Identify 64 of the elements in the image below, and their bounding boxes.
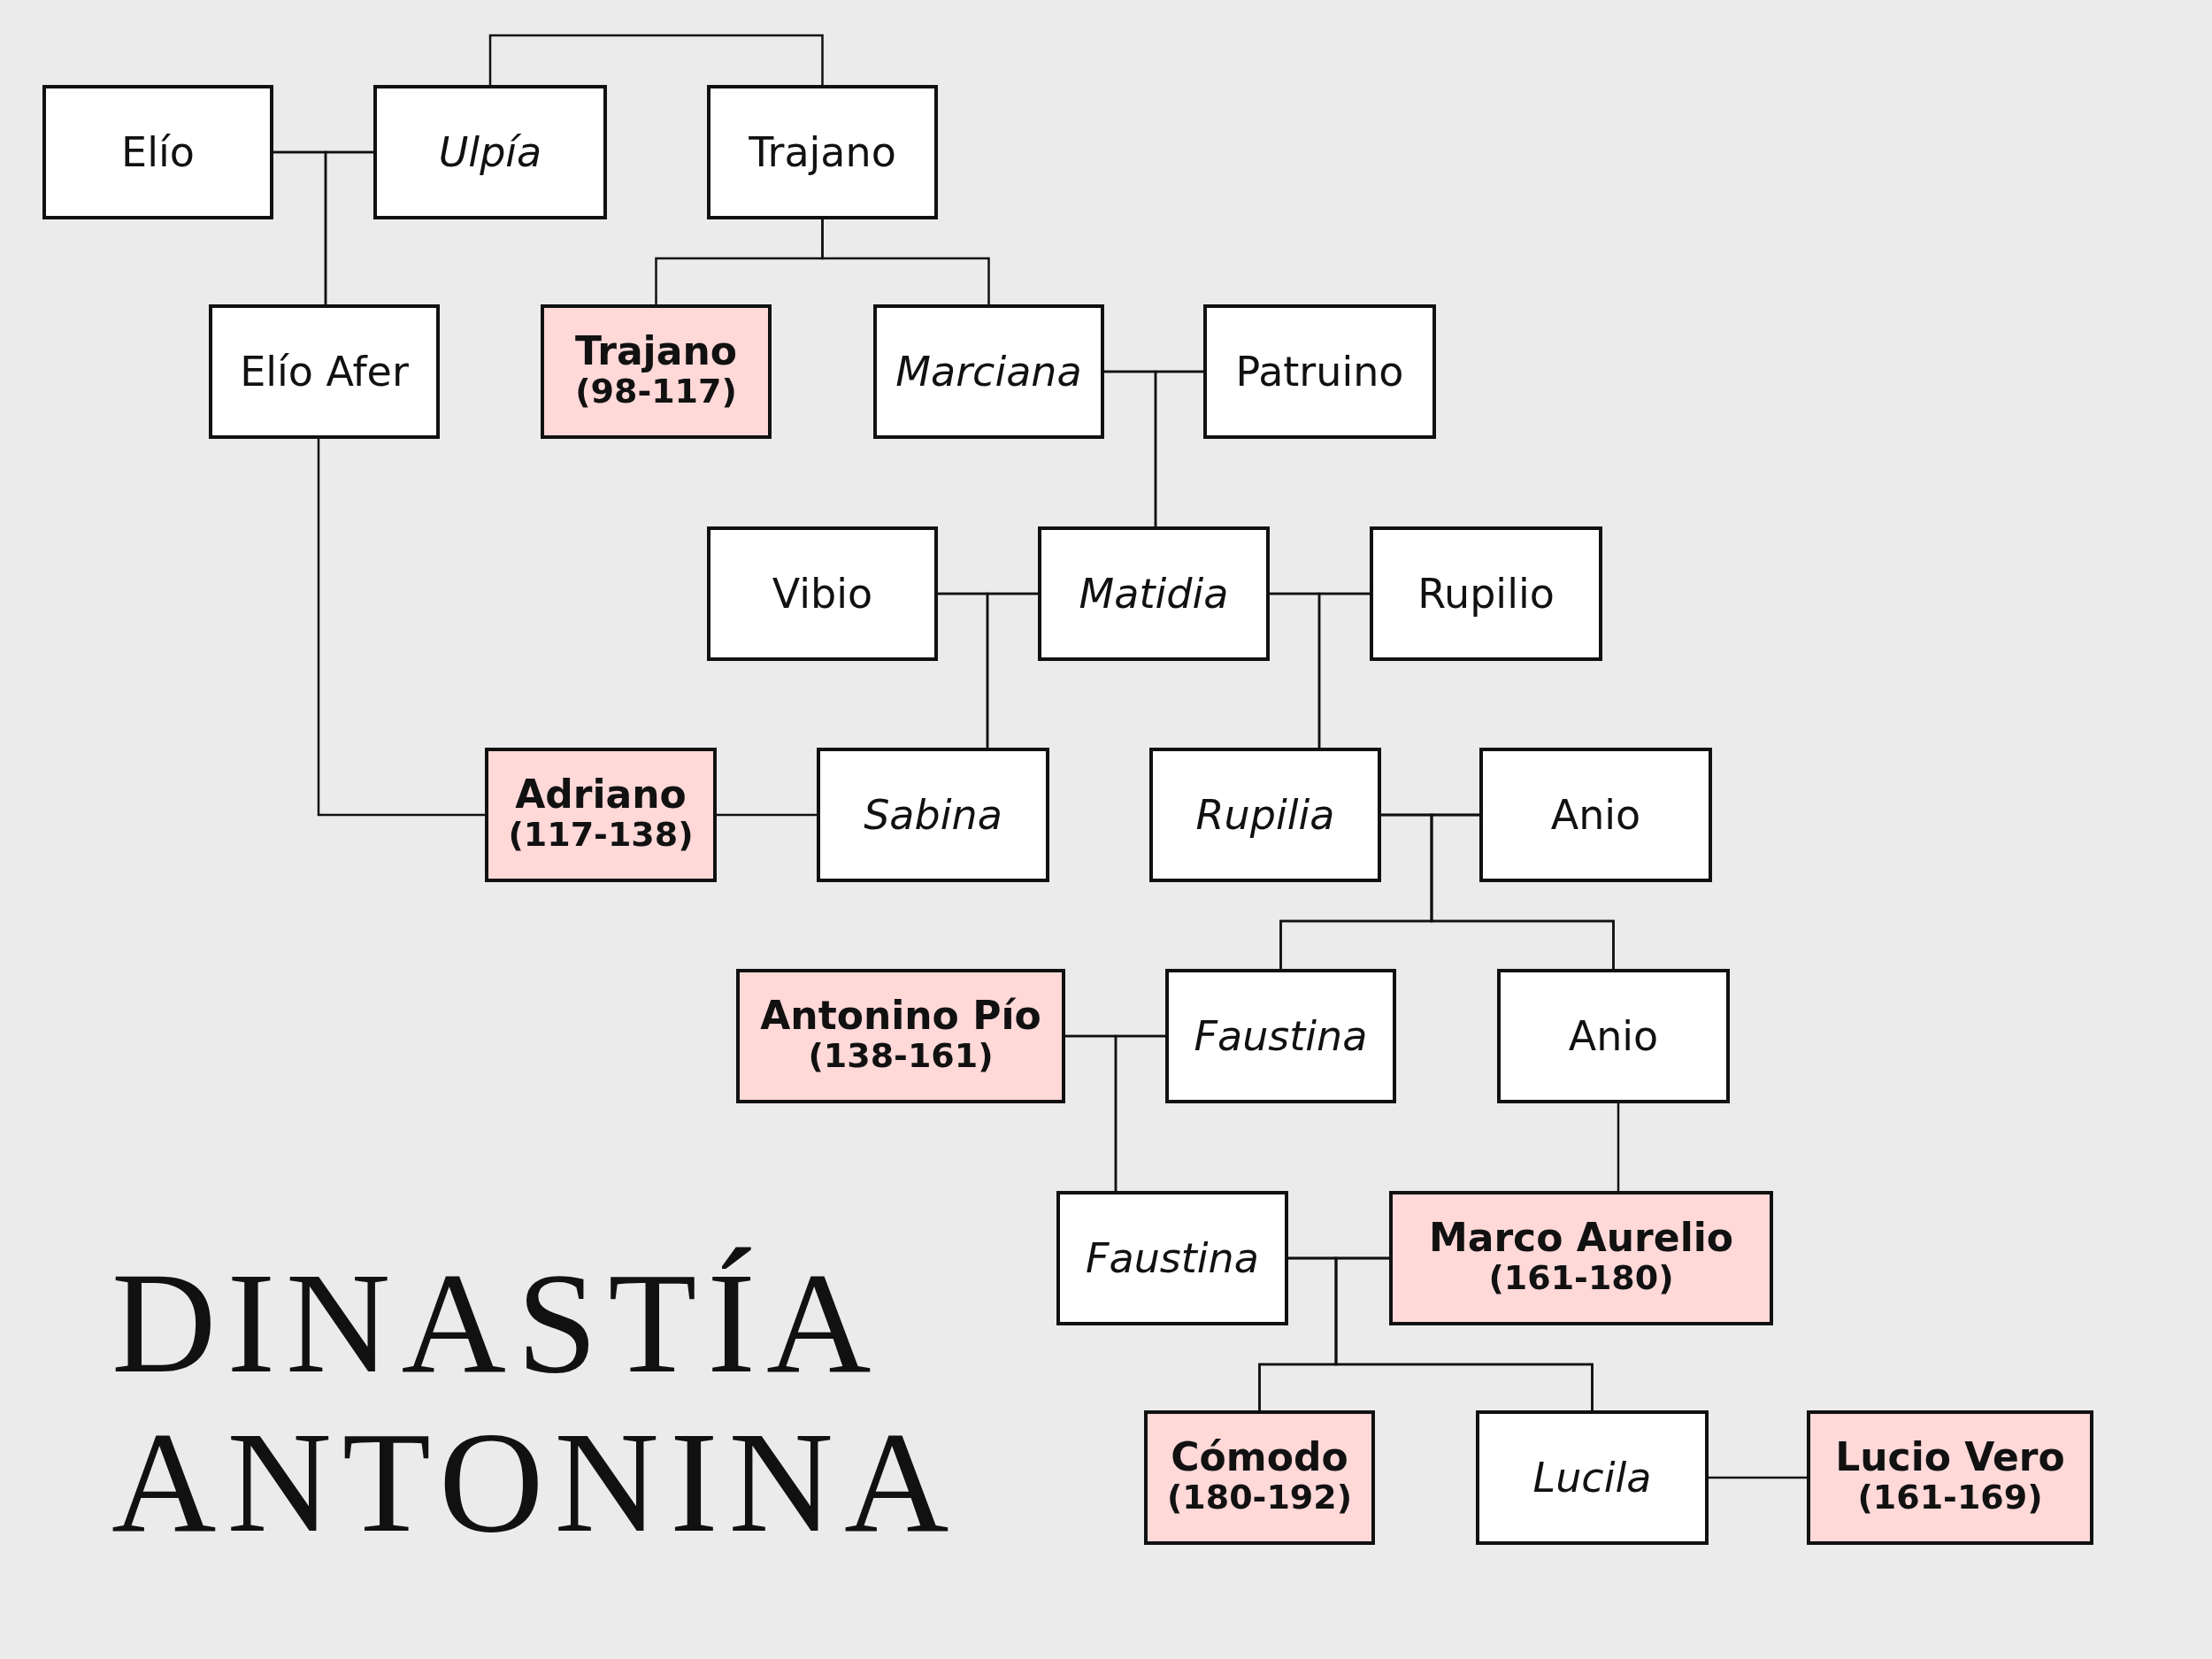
reign-years: (138-161)	[808, 1036, 994, 1077]
person-name: Cómodo	[1171, 1437, 1348, 1479]
family-line	[1114, 1034, 1165, 1191]
person-name: Elío	[121, 130, 195, 174]
emperor-box	[736, 969, 1065, 1103]
person-name: Antonino Pío	[760, 995, 1041, 1037]
person-box	[42, 85, 273, 219]
family-line	[1430, 813, 1615, 969]
reign-years: (117-138)	[508, 815, 694, 856]
person-name: Marco Aurelio	[1428, 1217, 1734, 1259]
person-name: Elío Afer	[240, 349, 409, 394]
family-line	[317, 439, 485, 817]
person-name: Sabina	[864, 793, 1002, 837]
person-box	[707, 85, 938, 219]
family-line	[488, 34, 824, 85]
emperor-box	[1389, 1191, 1773, 1325]
family-line	[1617, 1103, 1620, 1191]
person-name: Vibio	[772, 572, 873, 616]
person-name: Trajano	[575, 331, 737, 373]
person-name: Faustina	[1194, 1014, 1368, 1058]
person-box	[1038, 526, 1270, 661]
person-box	[1370, 526, 1602, 661]
family-line	[324, 150, 373, 304]
person-box	[1149, 748, 1381, 882]
person-box	[1479, 748, 1712, 882]
person-name: Patruino	[1235, 349, 1404, 394]
person-name: Rupilio	[1417, 572, 1555, 616]
person-name: Ulpía	[438, 130, 542, 174]
emperor-box	[541, 304, 772, 439]
person-name: Anio	[1550, 793, 1641, 837]
person-name: Matidia	[1079, 572, 1229, 616]
person-name: Faustina	[1086, 1236, 1259, 1280]
family-line	[1154, 370, 1203, 526]
person-box	[817, 748, 1049, 882]
person-name: Rupilia	[1195, 793, 1335, 837]
reign-years: (180-192)	[1166, 1478, 1353, 1518]
person-name: Marciana	[895, 349, 1082, 394]
emperor-box	[1807, 1410, 2093, 1545]
person-box	[373, 85, 607, 219]
person-name: Lucila	[1532, 1455, 1652, 1500]
person-box	[1056, 1191, 1288, 1325]
person-box	[873, 304, 1104, 439]
family-line	[1317, 592, 1370, 748]
family-line	[1334, 1256, 1594, 1410]
person-name: Adriano	[515, 774, 687, 816]
family-line	[821, 219, 990, 304]
family-line	[717, 813, 817, 817]
person-box	[1497, 969, 1730, 1103]
person-name: Anio	[1568, 1014, 1659, 1058]
person-box	[1203, 304, 1436, 439]
reign-years: (161-180)	[1488, 1258, 1674, 1299]
title-text: DINASTÍA ANTONINA	[111, 1243, 961, 1563]
emperor-box	[485, 748, 717, 882]
reign-years: (98-117)	[575, 372, 737, 412]
person-box	[1165, 969, 1396, 1103]
person-box	[707, 526, 938, 661]
person-name: Trajano	[749, 130, 896, 174]
person-box	[1476, 1410, 1709, 1545]
emperor-box	[1144, 1410, 1375, 1545]
person-name: Lucio Vero	[1835, 1437, 2065, 1479]
family-line	[1709, 1476, 1807, 1479]
person-box	[209, 304, 440, 439]
family-line	[986, 592, 1038, 748]
reign-years: (161-169)	[1857, 1478, 2043, 1518]
